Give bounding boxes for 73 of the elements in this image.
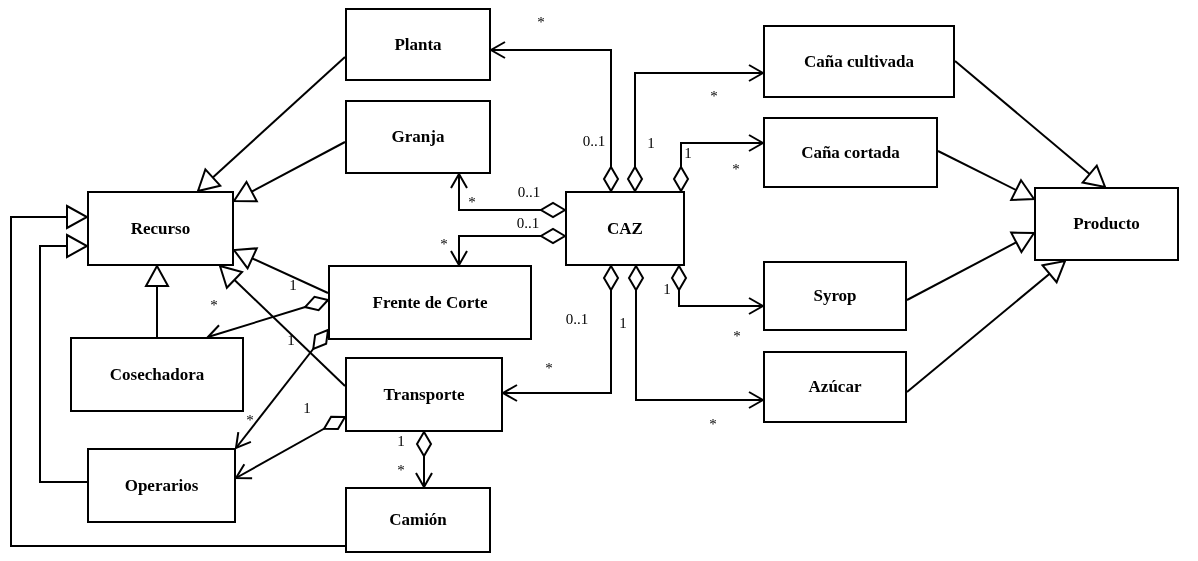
multiplicity-label: * (468, 194, 476, 210)
multiplicity-label: 1 (397, 433, 405, 449)
class-box (565, 191, 685, 266)
class-name: Caña cultivada (803, 51, 914, 72)
class-name: Granja (391, 127, 445, 147)
class-box (87, 191, 234, 266)
multiplicity-label: 0..1 (516, 215, 540, 231)
generalization-arrow (233, 141, 346, 203)
aggregation-arrow (671, 265, 764, 315)
multiplicity-label: 0..1 (517, 184, 541, 200)
multiplicity-label: 0..1 (565, 311, 589, 327)
class-box (763, 261, 907, 331)
class-name: CAZ (607, 218, 643, 239)
generalization-arrow (906, 260, 1066, 393)
multiplicity-label: 1 (289, 277, 297, 293)
class-box (328, 265, 532, 340)
multiplicity-label: 1 (647, 135, 655, 151)
generalization-arrow (219, 265, 346, 387)
class-name: Transporte (383, 384, 465, 405)
class-box (345, 487, 491, 553)
multiplicity-label: 1 (684, 145, 692, 161)
aggregation-arrow (627, 64, 764, 192)
aggregation-arrow (673, 134, 764, 192)
multiplicity-label: 0..1 (582, 133, 606, 149)
multiplicity-label: * (397, 462, 405, 478)
generalization-arrow (937, 150, 1035, 201)
aggregation-arrow (490, 41, 619, 192)
generalization-arrow (197, 56, 346, 192)
aggregation-arrow (450, 173, 566, 218)
multiplicity-label: * (537, 14, 545, 30)
aggregation-arrow (450, 228, 566, 266)
multiplicity-label: * (733, 328, 741, 344)
class-box (763, 351, 907, 423)
class-name: Frente de Corte (372, 292, 488, 313)
multiplicity-label: * (210, 297, 218, 313)
class-name: Operarios (124, 475, 199, 496)
multiplicity-label: 1 (663, 281, 671, 297)
class-box (345, 100, 491, 174)
class-box (70, 337, 244, 412)
aggregation-arrow (235, 415, 346, 480)
aggregation-arrow (235, 329, 329, 449)
aggregation-arrow (415, 431, 433, 488)
class-name: Syrop (813, 286, 857, 306)
class-name: Recurso (130, 218, 191, 239)
class-name: Camión (389, 510, 447, 530)
generalization-arrow (906, 231, 1035, 301)
multiplicity-label: 1 (287, 332, 295, 348)
class-box (763, 117, 938, 188)
class-box (763, 25, 955, 98)
class-box (345, 8, 491, 81)
class-box (1034, 187, 1179, 261)
class-name: Caña cortada (801, 142, 900, 163)
class-name: Planta (394, 34, 442, 55)
class-name: Cosechadora (109, 364, 205, 385)
generalization-arrow (39, 234, 88, 483)
generalization-arrow (233, 247, 329, 294)
multiplicity-label: * (545, 360, 553, 376)
generalization-arrow (954, 60, 1106, 188)
class-box (87, 448, 236, 523)
aggregation-arrow (502, 265, 619, 402)
multiplicity-label: 1 (303, 400, 311, 416)
generalization-arrow (145, 265, 169, 338)
aggregation-arrow (628, 265, 764, 409)
multiplicity-label: * (709, 416, 717, 432)
class-name: Producto (1073, 214, 1140, 234)
multiplicity-label: * (440, 236, 448, 252)
multiplicity-label: 1 (619, 315, 627, 331)
multiplicity-label: * (246, 412, 254, 428)
generalization-arrow (10, 205, 346, 547)
multiplicity-label: * (732, 161, 740, 177)
class-name: Azúcar (808, 377, 862, 397)
multiplicity-label: * (710, 88, 718, 104)
class-box (345, 357, 503, 432)
